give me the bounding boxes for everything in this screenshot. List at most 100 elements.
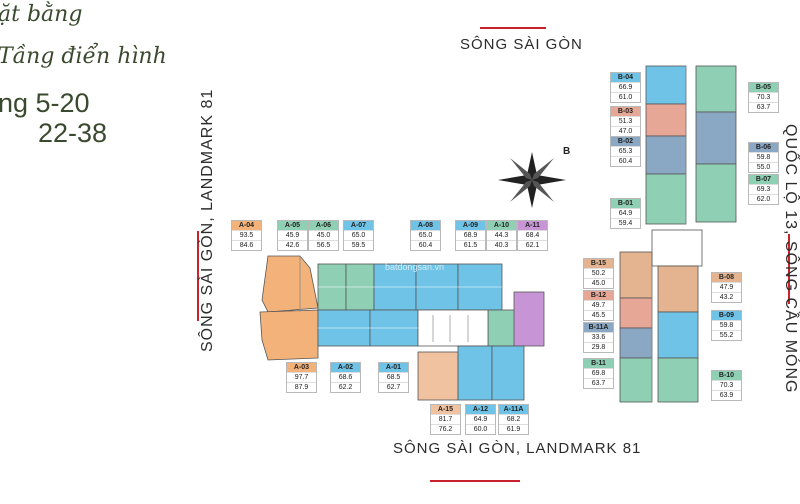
unit-shape-a-03 <box>259 309 319 361</box>
unit-area-1: 81.7 <box>431 414 460 424</box>
compass-label: B <box>563 146 571 157</box>
unit-code: B-15 <box>584 259 613 268</box>
unit-code: A-12 <box>466 405 495 414</box>
unit-code: B-08 <box>712 273 741 282</box>
unit-code: A-11A <box>499 405 528 414</box>
unit-area-1: 45.9 <box>278 230 307 240</box>
unit-shape-b-12 <box>619 297 653 329</box>
unit-area-1: 47.9 <box>712 282 741 292</box>
unit-code: B-11 <box>584 359 613 368</box>
unit-area-2: 87.9 <box>287 382 316 392</box>
unit-code: A-08 <box>411 221 440 230</box>
unit-area-1: 44.3 <box>487 230 516 240</box>
unit-area-2: 59.4 <box>611 218 640 228</box>
unit-shape-b-11 <box>619 357 653 403</box>
unit-shape-b-02 <box>645 135 687 175</box>
unit-area-2: 76.2 <box>431 424 460 434</box>
unit-area-2: 84.6 <box>232 240 261 250</box>
unit-shape-b-15 <box>619 251 653 299</box>
unit-code: B-05 <box>749 83 778 92</box>
unit-area-1: 64.9 <box>466 414 495 424</box>
unit-area-2: 60.4 <box>611 156 640 166</box>
unit-area-1: 68.4 <box>518 230 547 240</box>
unit-area-1: 68.6 <box>331 372 360 382</box>
unit-shape-b-03 <box>645 103 687 137</box>
unit-area-1: 69.3 <box>749 184 778 194</box>
unit-area-2: 40.3 <box>487 240 516 250</box>
unit-area-2: 63.9 <box>712 390 741 400</box>
river-label-top: SÔNG SÀI GÒN <box>460 36 583 53</box>
unit-code: B-02 <box>611 137 640 146</box>
unit-shape-b-08 <box>657 265 699 313</box>
title-floors-2: 22-38 <box>38 118 108 148</box>
core-b <box>651 229 703 267</box>
unit-code: A-11 <box>518 221 547 230</box>
unit-area-2: 59.5 <box>344 240 373 250</box>
title-line-1: ặt bằng <box>0 2 83 27</box>
unit-code: B-01 <box>611 199 640 208</box>
unit-code: A-15 <box>431 405 460 414</box>
unit-area-1: 50.2 <box>584 268 613 278</box>
unit-area-1: 97.7 <box>287 372 316 382</box>
unit-shape-a-11a <box>491 345 525 401</box>
unit-area-2: 42.6 <box>278 240 307 250</box>
unit-code: B-09 <box>712 311 741 320</box>
unit-shape-a-04 <box>261 255 319 313</box>
unit-area-1: 59.8 <box>712 320 741 330</box>
unit-code: A-02 <box>331 363 360 372</box>
unit-code: A-03 <box>287 363 316 372</box>
unit-code: A-07 <box>344 221 373 230</box>
unit-shape-b-07 <box>695 163 737 223</box>
unit-shape-a-15 <box>417 351 459 401</box>
unit-area-2: 55.2 <box>712 330 741 340</box>
unit-code: B-12 <box>584 291 613 300</box>
unit-shape-b-09 <box>657 311 699 359</box>
unit-area-2: 55.0 <box>749 162 778 172</box>
title-line-2: Tầng điển hình <box>0 44 167 69</box>
unit-code: A-09 <box>456 221 485 230</box>
unit-shape-b-11a <box>619 327 653 359</box>
unit-area-1: 59.8 <box>749 152 778 162</box>
unit-area-1: 45.0 <box>309 230 338 240</box>
unit-area-2: 63.7 <box>749 102 778 112</box>
core-a <box>417 309 489 347</box>
unit-area-1: 33.6 <box>584 332 613 342</box>
unit-code: B-11A <box>584 323 613 332</box>
unit-code: A-06 <box>309 221 338 230</box>
unit-area-2: 60.0 <box>466 424 495 434</box>
unit-shape-a-12 <box>457 345 493 401</box>
unit-code: A-10 <box>487 221 516 230</box>
unit-area-2: 47.0 <box>611 126 640 136</box>
unit-area-1: 68.2 <box>499 414 528 424</box>
unit-area-2: 43.2 <box>712 292 741 302</box>
unit-area-1: 64.9 <box>611 208 640 218</box>
unit-area-1: 68.5 <box>379 372 408 382</box>
unit-code: B-06 <box>749 143 778 152</box>
unit-area-2: 61.0 <box>611 92 640 102</box>
unit-area-2: 56.5 <box>309 240 338 250</box>
